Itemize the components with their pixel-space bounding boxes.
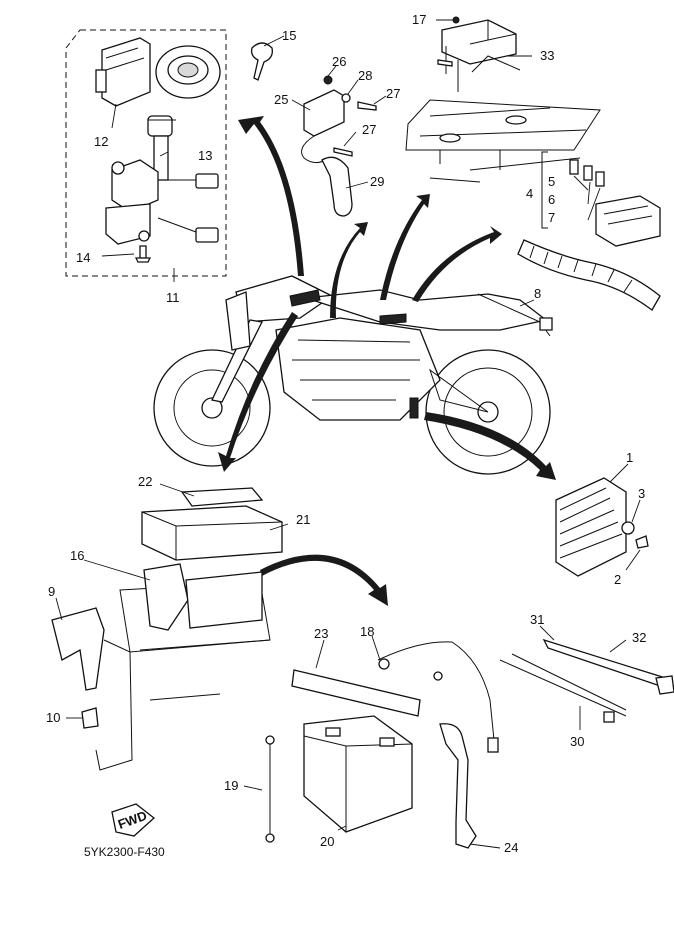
callout-5: 5	[548, 174, 555, 189]
leader-lines	[55, 19, 641, 849]
callout-24: 24	[504, 840, 518, 855]
battery-group	[265, 638, 674, 849]
callout-10: 10	[46, 710, 60, 725]
callout-6: 6	[548, 192, 555, 207]
callout-26: 26	[332, 54, 346, 69]
fuel-cap	[155, 45, 221, 99]
callout-20: 20	[320, 834, 334, 849]
callout-17: 17	[412, 12, 426, 27]
screw-14	[134, 245, 152, 263]
immobilizer-unit	[95, 37, 151, 107]
seat-lock	[147, 115, 176, 181]
frame-area	[51, 563, 271, 771]
callout-numbers: 1 2 3 4 5 6 7 8 9 10 11 12 13 14 15 16 1…	[46, 12, 646, 855]
callout-16: 16	[70, 548, 84, 563]
callout-4: 4	[526, 186, 533, 201]
callout-18: 18	[360, 624, 374, 639]
ecu-group	[405, 16, 601, 183]
motorcycle	[153, 275, 553, 475]
callout-8: 8	[534, 286, 541, 301]
callout-12: 12	[94, 134, 108, 149]
callout-33: 33	[540, 48, 554, 63]
callout-1: 1	[626, 450, 633, 465]
callout-19: 19	[224, 778, 238, 793]
callout-29: 29	[370, 174, 384, 189]
callout-22: 22	[138, 474, 152, 489]
callout-27a: 27	[386, 86, 400, 101]
callout-21: 21	[296, 512, 310, 527]
rectifier-regulator	[555, 477, 649, 577]
fwd-indicator: FWD	[111, 803, 156, 837]
callout-23: 23	[314, 626, 328, 641]
callout-25: 25	[274, 92, 288, 107]
key	[250, 42, 273, 81]
diagram-code: 5YK2300-F430	[84, 845, 165, 859]
callout-27b: 27	[362, 122, 376, 137]
direction-arrows	[218, 116, 556, 606]
callout-32: 32	[632, 630, 646, 645]
battery-cover-group	[141, 487, 283, 561]
callout-2: 2	[614, 572, 621, 587]
callout-11: 11	[166, 290, 180, 305]
callout-15: 15	[282, 28, 296, 43]
main-switch-assembly	[105, 159, 219, 245]
callout-3: 3	[638, 486, 645, 501]
callout-13: 13	[198, 148, 212, 163]
callout-9: 9	[48, 584, 55, 599]
callout-28: 28	[358, 68, 372, 83]
relay-group	[301, 75, 377, 217]
callout-30: 30	[570, 734, 584, 749]
callout-31: 31	[530, 612, 544, 627]
fuse-box-group	[517, 151, 661, 311]
lock-set-group	[65, 29, 227, 277]
callout-14: 14	[76, 250, 90, 265]
callout-7: 7	[548, 210, 555, 225]
